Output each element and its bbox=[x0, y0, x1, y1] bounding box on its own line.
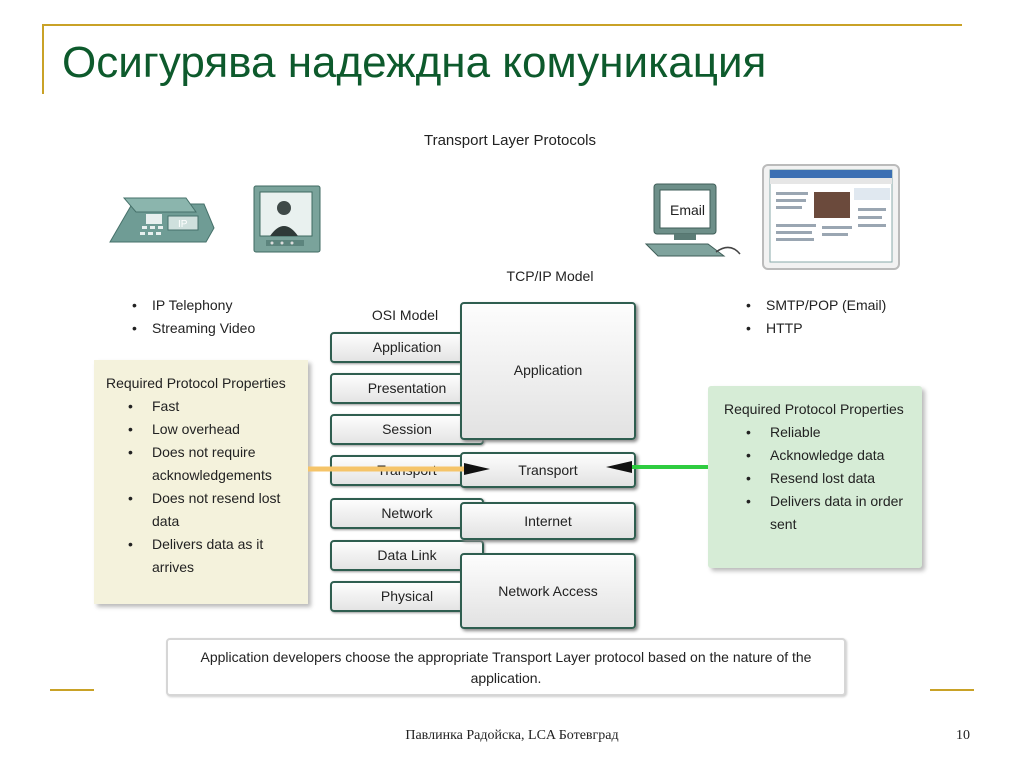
list-item: Reliable bbox=[724, 421, 912, 444]
note-box: Application developers choose the approp… bbox=[166, 638, 846, 696]
tcp-layer-network-access: Network Access bbox=[460, 553, 636, 629]
list-item: Fast bbox=[106, 395, 298, 418]
list-item: Does not require acknowledgements bbox=[106, 441, 298, 487]
list-item: Delivers data in order sent bbox=[724, 490, 912, 536]
tcp-properties-panel: Required Protocol Properties Reliable Ac… bbox=[708, 386, 922, 568]
udp-properties-panel: Required Protocol Properties Fast Low ov… bbox=[94, 360, 308, 604]
osi-layer-physical: Physical bbox=[330, 581, 484, 612]
list-item: Acknowledge data bbox=[724, 444, 912, 467]
list-item: Streaming Video bbox=[126, 317, 255, 340]
left-rule bbox=[42, 24, 44, 94]
list-item: Resend lost data bbox=[724, 467, 912, 490]
ip-phone-icon: IP bbox=[109, 197, 215, 243]
email-computer-icon: Email bbox=[644, 183, 741, 257]
footer-text: Павлинка Радойска, LCA Ботевград bbox=[405, 728, 619, 743]
list-item: Low overhead bbox=[106, 418, 298, 441]
list-item: Does not resend lost data bbox=[106, 487, 298, 533]
left-app-list: IP Telephony Streaming Video bbox=[126, 294, 255, 340]
panel-heading: Required Protocol Properties bbox=[106, 375, 286, 391]
tcp-layer-application: Application bbox=[460, 302, 636, 440]
osi-layer-presentation: Presentation bbox=[330, 373, 484, 404]
osi-layer-data-link: Data Link bbox=[330, 540, 484, 571]
web-browser-icon bbox=[762, 164, 900, 270]
ip-phone-label: IP bbox=[178, 219, 188, 230]
osi-model-label: OSI Model bbox=[371, 307, 439, 323]
email-label: Email bbox=[670, 202, 705, 218]
page-number: 10 bbox=[956, 728, 970, 743]
diagram-title: Transport Layer Protocols bbox=[423, 132, 597, 149]
list-item: HTTP bbox=[740, 317, 886, 340]
top-rule bbox=[42, 24, 962, 26]
right-app-list: SMTP/POP (Email) HTTP bbox=[740, 294, 886, 340]
panel-heading: Required Protocol Properties bbox=[724, 401, 904, 417]
bottom-right-rule bbox=[930, 689, 974, 691]
list-item: IP Telephony bbox=[126, 294, 255, 317]
list-item: SMTP/POP (Email) bbox=[740, 294, 886, 317]
osi-layer-application: Application bbox=[330, 332, 484, 363]
osi-layer-session: Session bbox=[330, 414, 484, 445]
tcp-model-label: TCP/IP Model bbox=[506, 268, 594, 284]
list-item: Delivers data as it arrives bbox=[106, 533, 298, 579]
bottom-left-rule bbox=[50, 689, 94, 691]
tcp-layer-transport: Transport bbox=[460, 452, 636, 488]
slide-title: Осигурява надеждна комуникация bbox=[62, 38, 767, 87]
osi-layer-network: Network bbox=[330, 498, 484, 529]
video-monitor-icon bbox=[253, 185, 321, 253]
tcp-layer-internet: Internet bbox=[460, 502, 636, 540]
